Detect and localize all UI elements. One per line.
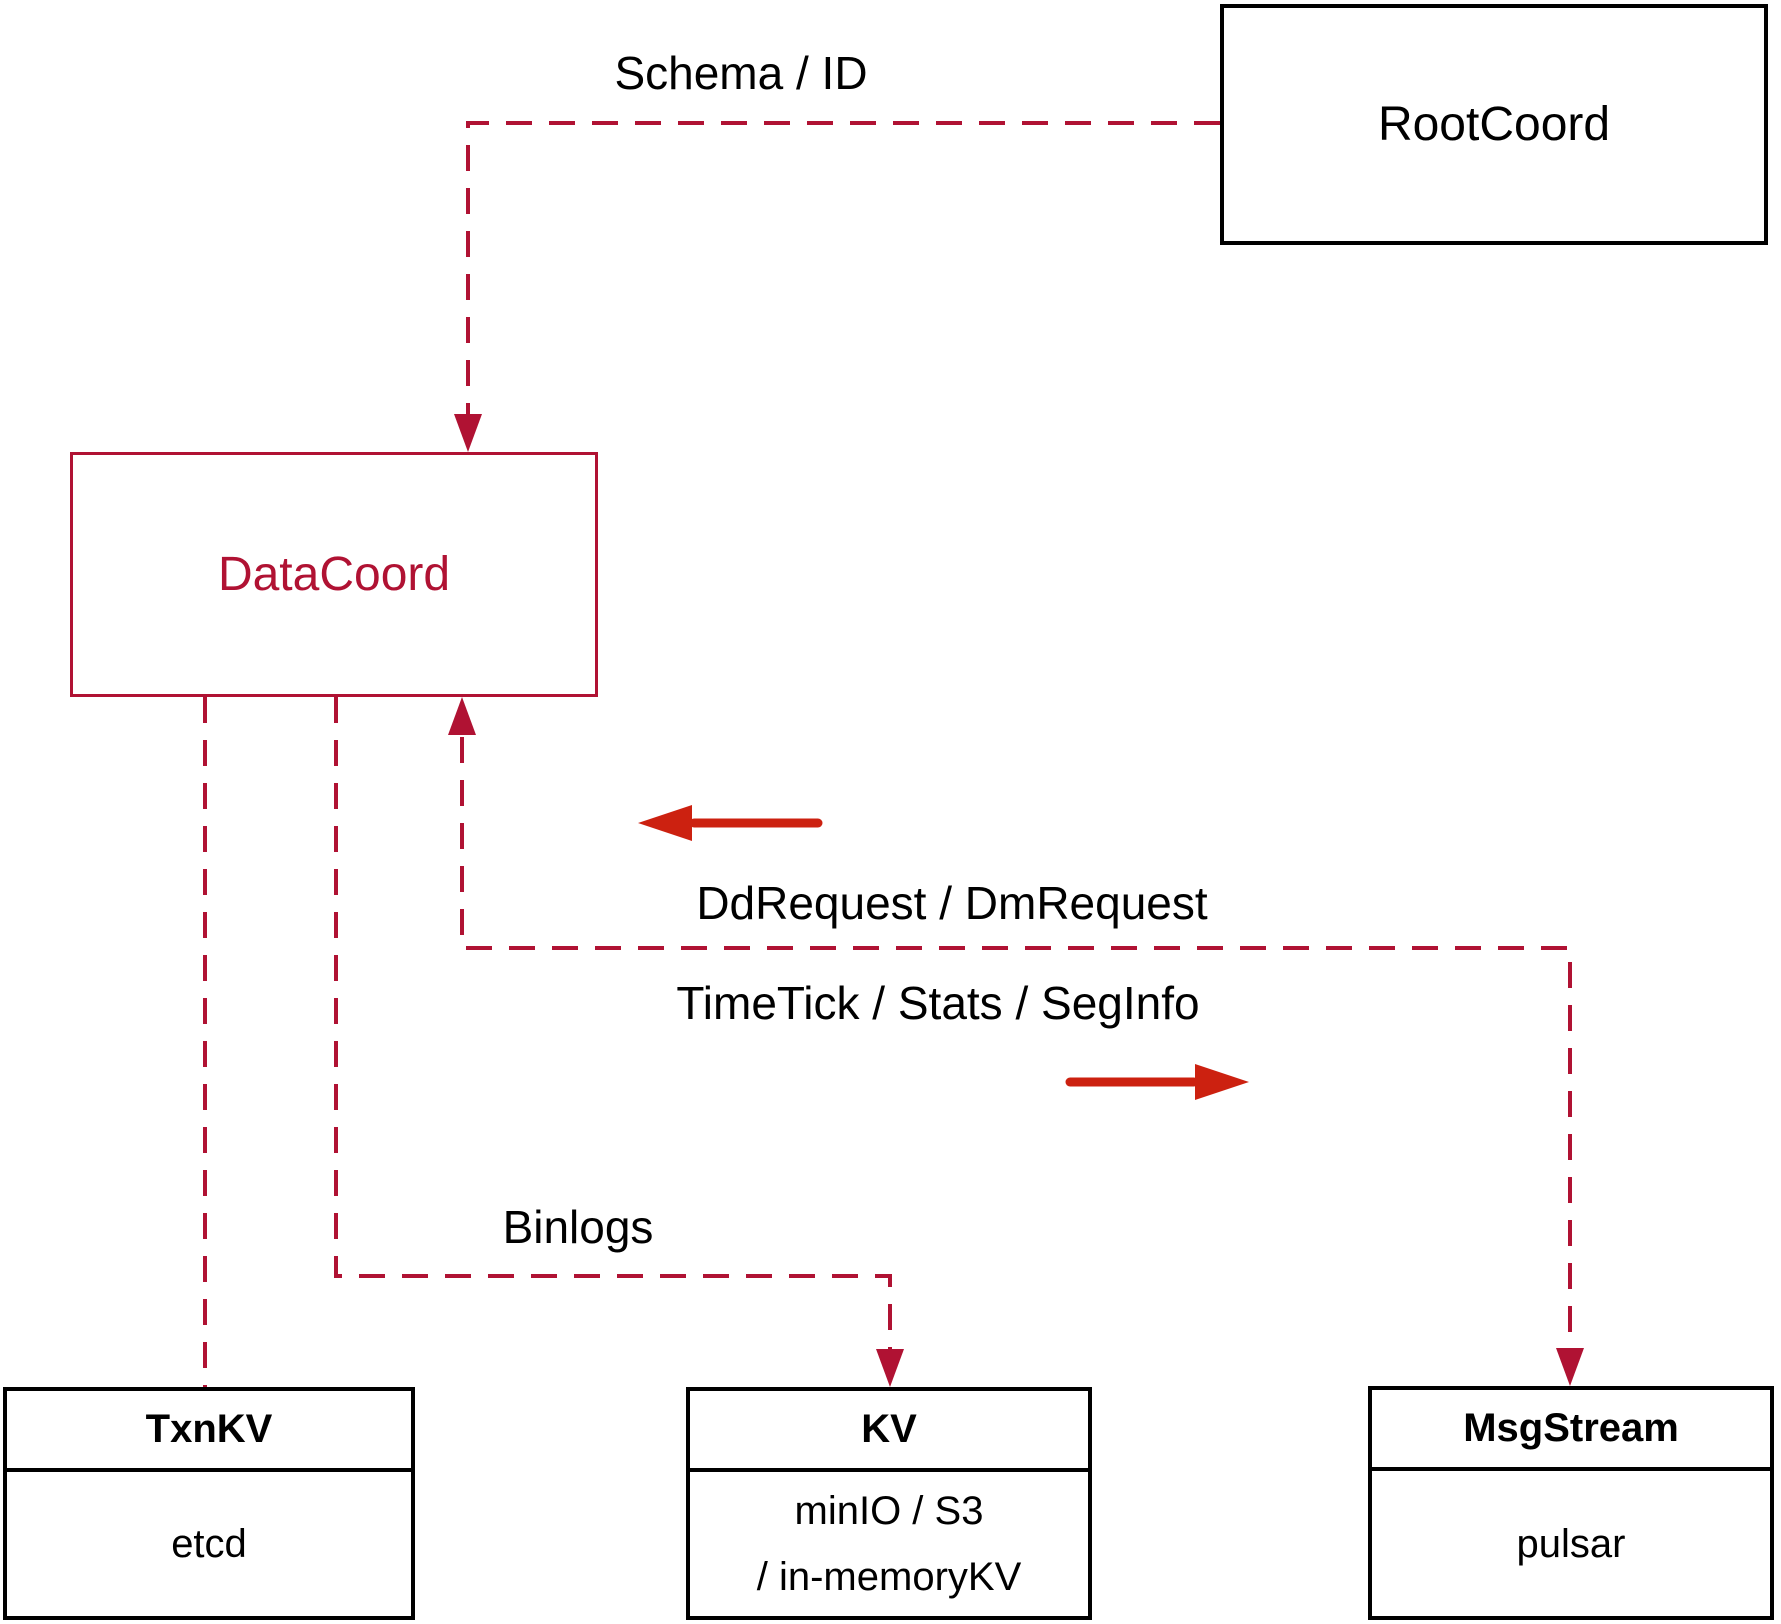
txnkv-title: TxnKV — [7, 1391, 411, 1472]
msgstream-body: pulsar — [1516, 1521, 1626, 1566]
edge-binlogs-arrowhead-icon — [876, 1349, 904, 1387]
kv-body-line2: / in-memoryKV — [756, 1555, 1022, 1599]
txnkv-body: etcd — [171, 1522, 247, 1566]
rootcoord-label: RootCoord — [1377, 98, 1611, 151]
edge-up-arrowhead-icon — [448, 697, 476, 735]
kv-body-line1: minIO / S3 — [794, 1489, 984, 1533]
node-rootcoord: RootCoord — [1220, 4, 1768, 245]
edge-msgstream-datacoord-line — [460, 737, 1572, 1348]
edge-label-binlogs: Binlogs — [502, 1201, 654, 1253]
edge-label-dd-request: DdRequest / DmRequest — [696, 877, 1208, 929]
edge-label-timetick: TimeTick / Stats / SegInfo — [676, 977, 1200, 1029]
edge-down-arrowhead-icon — [1556, 1348, 1584, 1386]
node-txnkv: TxnKV etcd — [3, 1387, 415, 1620]
kv-title: KV — [690, 1391, 1088, 1472]
edge-schema-id-line — [466, 121, 1220, 414]
edge-label-schema-id: Schema / ID — [614, 47, 868, 99]
edge-binlogs-line — [334, 697, 892, 1349]
node-msgstream: MsgStream pulsar — [1368, 1386, 1774, 1620]
msgstream-title: MsgStream — [1372, 1390, 1770, 1471]
left-direction-arrow-icon — [638, 805, 692, 841]
datacoord-label: DataCoord — [217, 548, 451, 601]
node-kv: KV minIO / S3 / in-memoryKV — [686, 1387, 1092, 1620]
edge-schema-id-arrowhead-icon — [454, 414, 482, 452]
right-direction-arrow-icon — [1195, 1064, 1249, 1100]
node-datacoord: DataCoord — [70, 452, 598, 697]
